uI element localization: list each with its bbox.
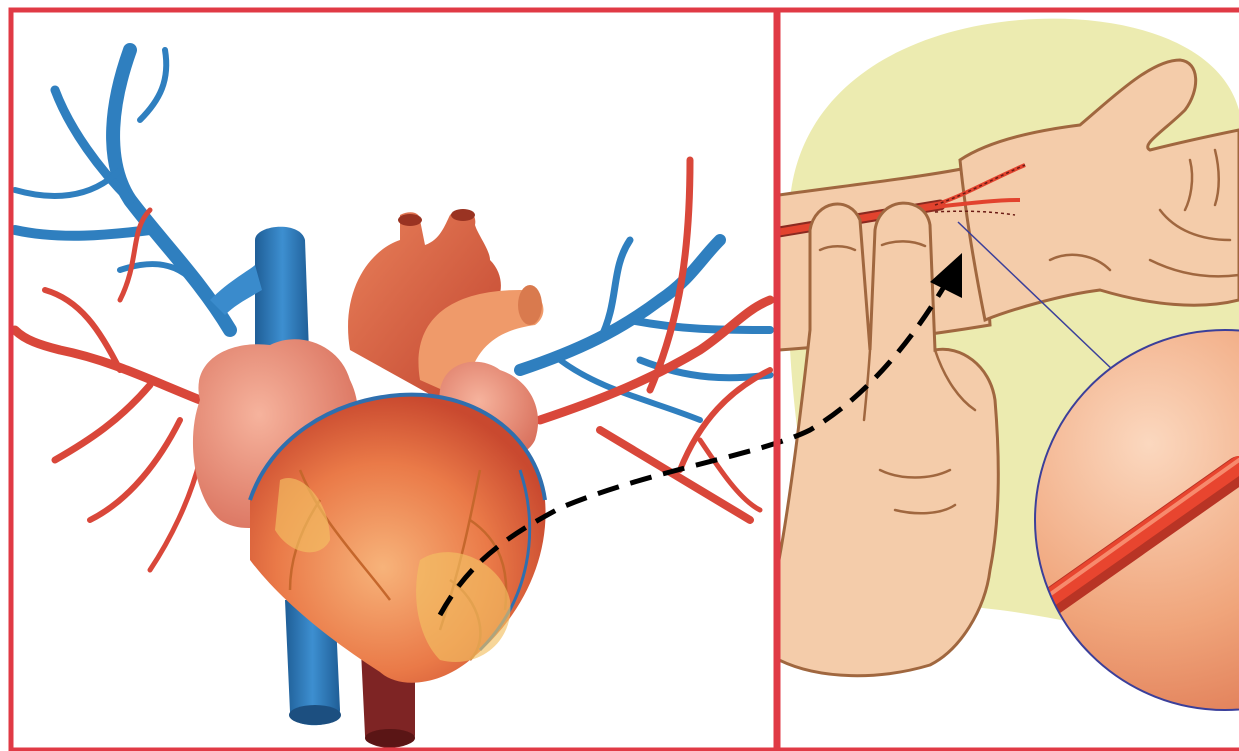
heart-panel <box>12 12 775 749</box>
wrist-panel <box>779 12 1239 749</box>
